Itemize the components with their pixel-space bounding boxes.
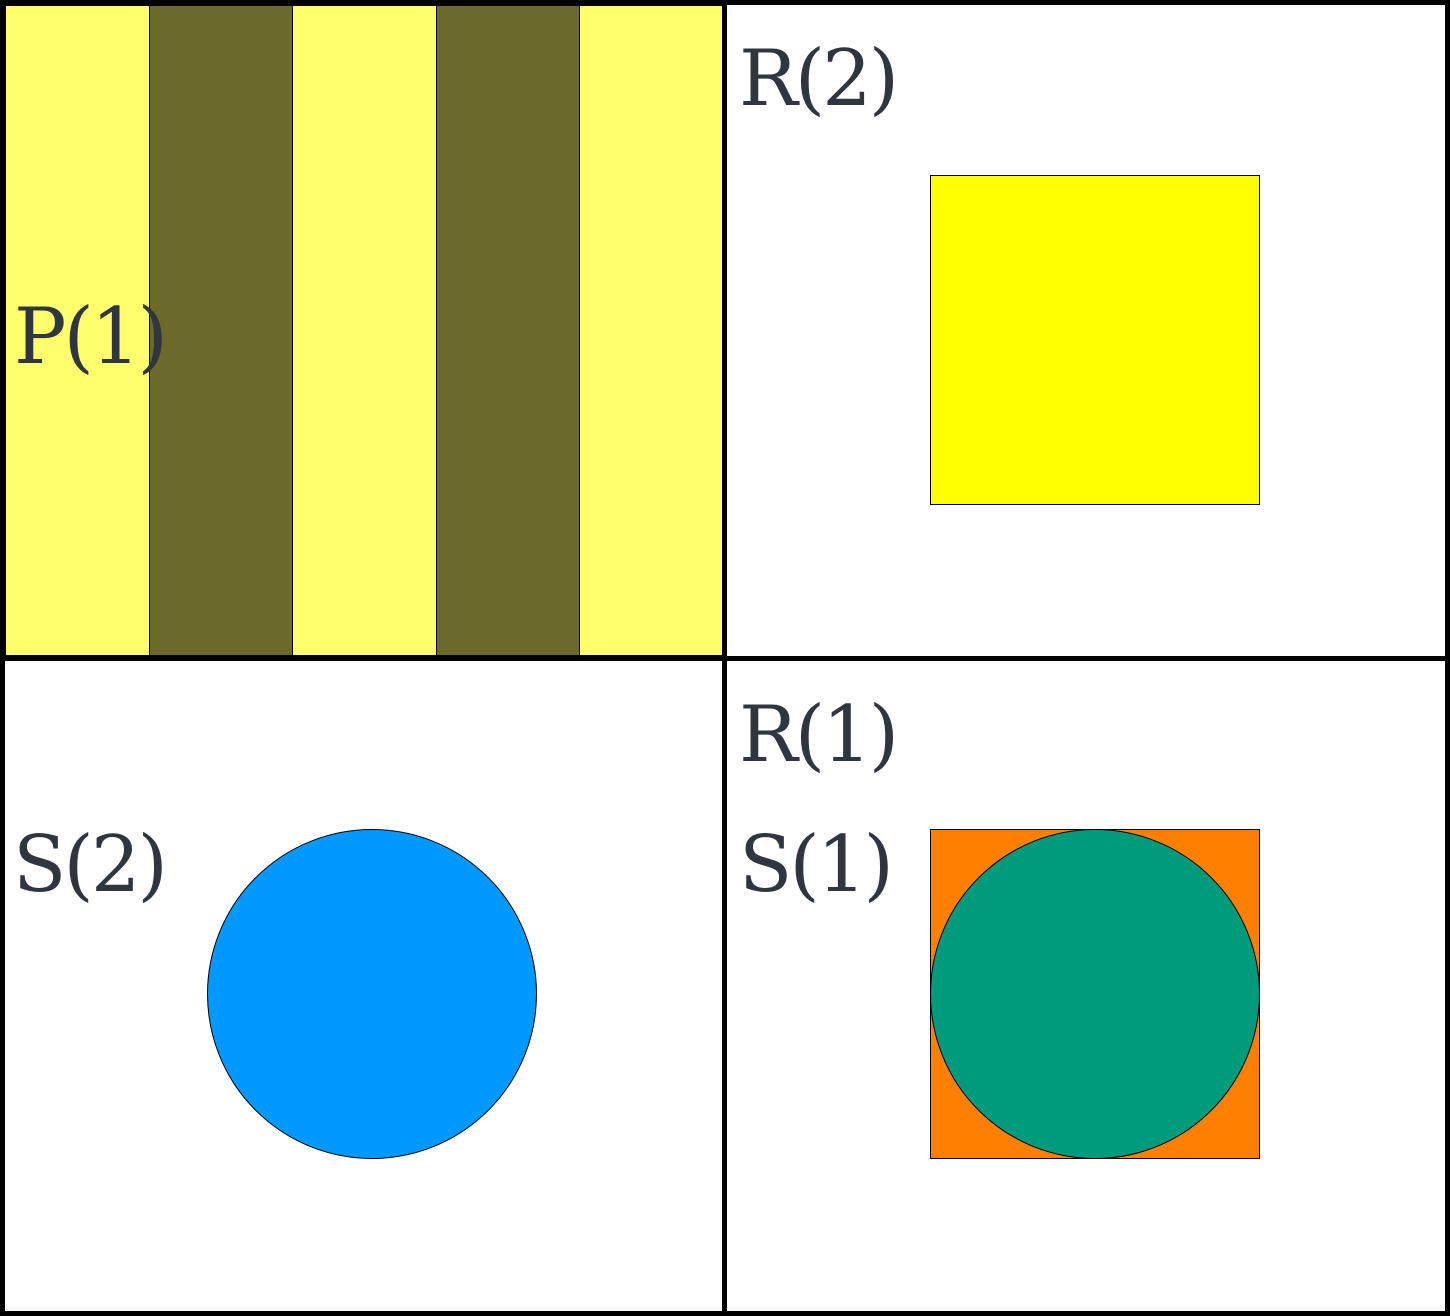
panel-p1: P(1): [0, 0, 728, 661]
label-s1: S(1): [739, 820, 894, 910]
panel-s2: S(2): [0, 656, 728, 1316]
stripe-dark: [435, 6, 580, 655]
label-s2: S(2): [13, 820, 168, 910]
stripe-light: [6, 6, 151, 655]
stripe-light: [578, 6, 722, 655]
yellow-square: [930, 175, 1260, 505]
stripe-pattern: [6, 6, 722, 655]
label-r2: R(2): [739, 34, 899, 124]
blue-circle: [207, 829, 537, 1159]
panel-r2: R(2): [722, 0, 1450, 661]
stripe-light: [292, 6, 437, 655]
stripe-dark: [149, 6, 294, 655]
green-circle: [930, 829, 1260, 1159]
label-r1: R(1): [739, 690, 899, 780]
label-p1: P(1): [14, 292, 168, 382]
panel-r1-s1: R(1) S(1): [722, 656, 1450, 1316]
